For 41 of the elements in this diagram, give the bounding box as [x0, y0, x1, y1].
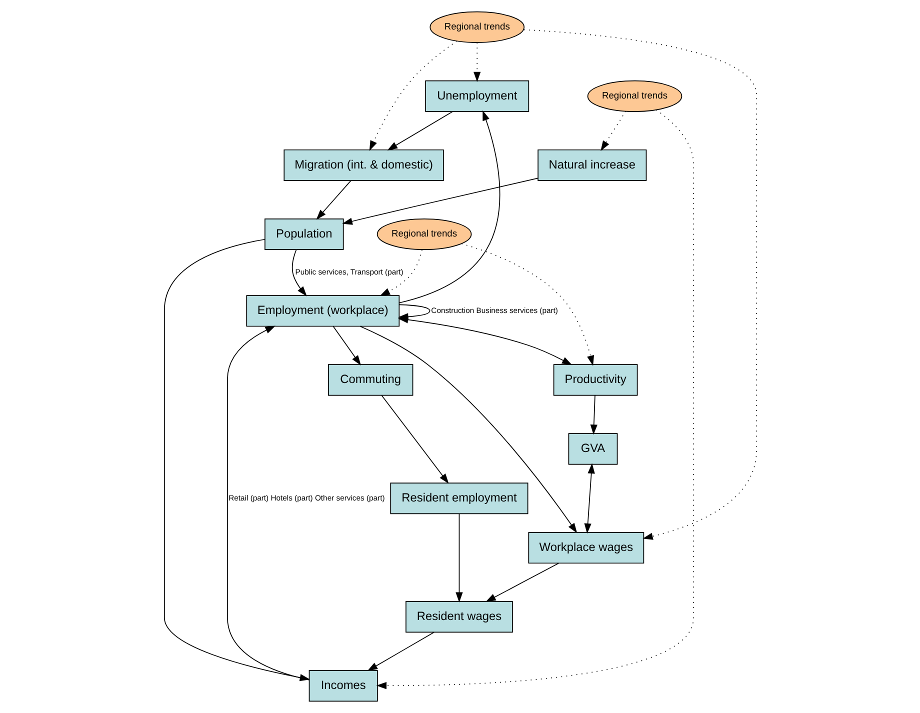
node-box: Population: [264, 218, 344, 250]
arrow: [485, 562, 559, 602]
arrow: [380, 394, 448, 484]
arrow: [316, 180, 351, 220]
node-box: Employment (workplace): [246, 295, 400, 327]
arrow: [291, 249, 306, 296]
arrow: [366, 632, 434, 672]
arrow: [379, 249, 422, 296]
arrow: [226, 326, 310, 680]
edge-label: Public services, Transport (part): [294, 267, 403, 276]
edge-label: Retail (part) Hotels (part) Other services (part): [228, 493, 384, 502]
node-ellipse: Regional trends: [429, 11, 524, 43]
node-box: Incomes: [308, 670, 378, 702]
arrow: [455, 513, 462, 602]
arrow: [473, 42, 480, 82]
arrow: [398, 110, 500, 304]
arrow: [376, 109, 694, 690]
node-box: Migration (int. & domestic): [283, 149, 444, 181]
arrow: [584, 463, 594, 534]
arrow: [590, 394, 597, 435]
node-box: GVA: [568, 433, 618, 465]
node-ellipse: Regional trends: [586, 80, 682, 112]
node-box: Unemployment: [424, 80, 529, 112]
arrow: [522, 29, 757, 540]
node-box: Resident employment: [390, 482, 528, 514]
arrow: [600, 110, 626, 151]
arrow: [359, 326, 577, 534]
node-box: Commuting: [328, 364, 413, 396]
node-box: Resident wages: [405, 601, 512, 633]
node-box: Natural increase: [537, 149, 646, 181]
arrow: [397, 316, 572, 366]
arrow: [163, 238, 310, 682]
node-box: Workplace wages: [528, 532, 644, 564]
arrow: [342, 178, 538, 225]
arrow: [332, 326, 361, 366]
arrow: [368, 40, 457, 151]
node-ellipse: Regional trends: [376, 218, 472, 250]
arrow: [460, 243, 594, 366]
edge-label: Construction Business services (part): [430, 306, 558, 315]
arrow: [386, 111, 452, 150]
node-box: Productivity: [552, 364, 638, 396]
